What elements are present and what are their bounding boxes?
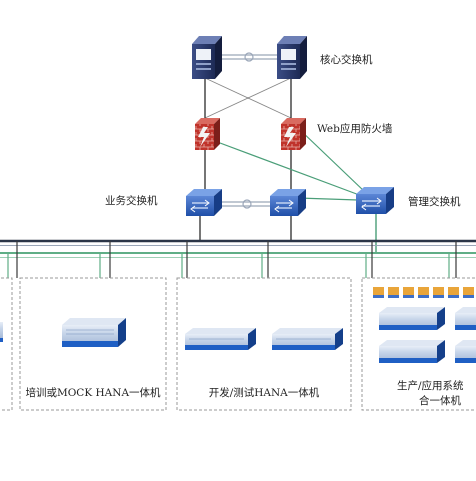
business-switch-label: 业务交换机 — [105, 195, 158, 207]
mgmt-link-bsw2 — [297, 197, 359, 201]
group-box-production — [361, 277, 476, 411]
server-production-1 — [379, 307, 445, 330]
server-devtest-2 — [272, 328, 343, 350]
bsw-link-ring — [242, 199, 252, 209]
disk-icon — [448, 287, 459, 298]
links — [199, 52, 377, 252]
disk-icon — [433, 287, 444, 298]
bus — [0, 239, 476, 278]
server-devtest-1 — [185, 328, 256, 350]
production-group-caption-line1: 生产/应用系统 — [397, 380, 464, 392]
devtest-group-caption: 开发/测试HANA一体机 — [208, 387, 320, 399]
group-box-training — [19, 277, 167, 411]
management-switch-label: 管理交换机 — [408, 196, 461, 208]
core-switch-1 — [192, 36, 222, 79]
disk-icon — [388, 287, 399, 298]
business-switch-2 — [270, 189, 306, 216]
disk-icon — [418, 287, 429, 298]
mgmt-link-fw1 — [211, 139, 363, 197]
production-group-caption-line2: 合一体机 — [419, 395, 461, 407]
business-switch-1 — [186, 189, 222, 216]
training-group-caption: 培训或MOCK HANA一体机 — [25, 387, 161, 399]
core-switch-label: 核心交换机 — [320, 54, 373, 66]
core-switch-2 — [277, 36, 307, 79]
server-production-3 — [379, 340, 445, 363]
cross-link-2 — [204, 77, 292, 119]
disk-icon — [373, 287, 384, 298]
firewall-1 — [195, 118, 220, 150]
server-production-2 — [455, 307, 476, 330]
disk-icon — [463, 287, 474, 298]
core-link-ring — [244, 52, 254, 62]
waf-label: Web应用防火墙 — [317, 123, 393, 135]
mgmt-link-fw2 — [297, 127, 366, 193]
production-disk-row — [373, 287, 474, 298]
server-training — [62, 318, 126, 347]
disk-icon — [403, 287, 414, 298]
management-switch — [356, 187, 394, 214]
server-partial-left — [0, 322, 3, 342]
firewall-2 — [281, 118, 306, 150]
group-box-partial-left — [0, 277, 13, 411]
group-box-devtest — [176, 277, 352, 411]
server-production-4 — [455, 340, 476, 363]
